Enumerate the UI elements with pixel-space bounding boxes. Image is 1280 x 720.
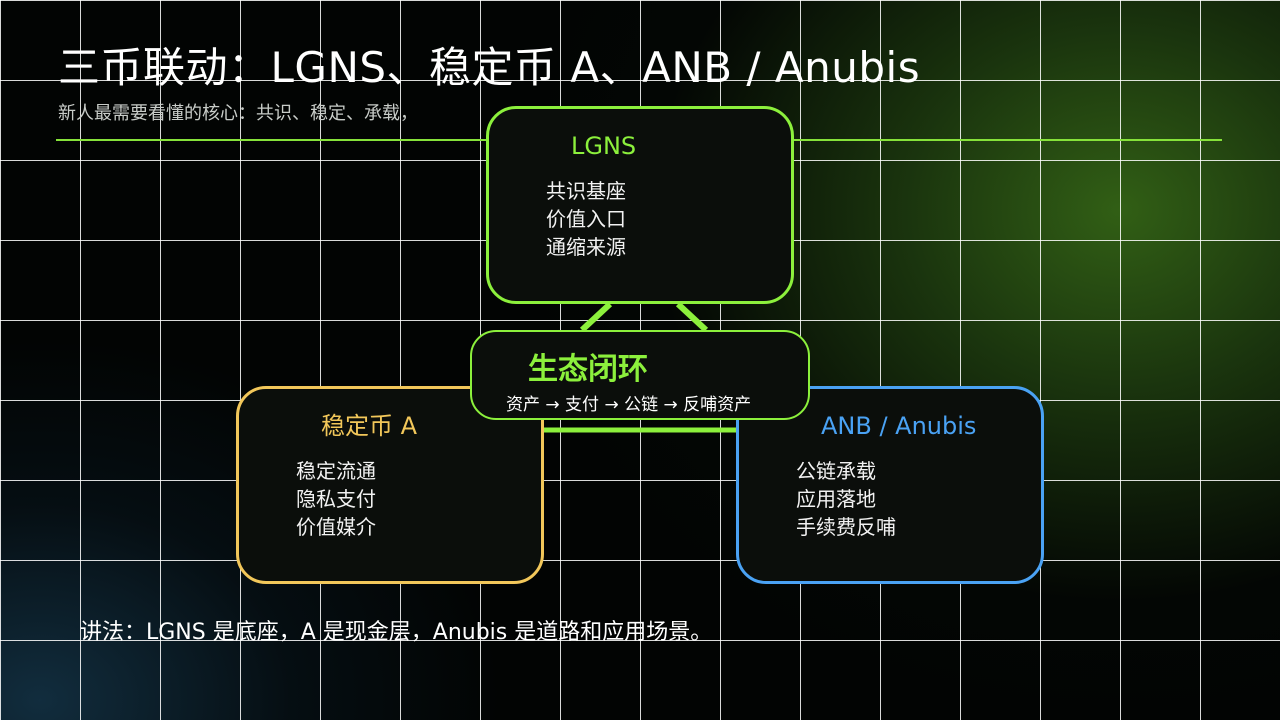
- slide-title: 三币联动：LGNS、稳定币 A、ANB / Anubis: [58, 43, 921, 92]
- node-stablecoin-a-title: 稳定币 A: [321, 412, 418, 440]
- node-stablecoin-a-items: 稳定流通 隐私支付 价值媒介: [296, 457, 376, 541]
- node-anb-item: 手续费反哺: [796, 515, 896, 539]
- node-lgns: LGNS 共识基座 价值入口 通缩来源: [486, 106, 794, 304]
- node-stablecoin-a-item: 隐私支付: [296, 487, 376, 511]
- node-anb-item: 公链承载: [796, 459, 876, 483]
- node-lgns-item: 共识基座: [546, 179, 626, 203]
- slide-subtitle: 新人最需要看懂的核心：共识、稳定、承载，: [58, 103, 418, 124]
- speaker-note: 讲法：LGNS 是底座，A 是现金层，Anubis 是道路和应用场景。: [80, 620, 713, 645]
- node-lgns-items: 共识基座 价值入口 通缩来源: [546, 177, 626, 261]
- node-lgns-item: 通缩来源: [546, 235, 626, 259]
- hub-ecosystem-loop: 生态闭环 资产 → 支付 → 公链 → 反哺资产: [470, 330, 810, 420]
- node-anb-items: 公链承载 应用落地 手续费反哺: [796, 457, 896, 541]
- node-anb-title: ANB / Anubis: [821, 412, 977, 440]
- connector-lgns-right: [675, 301, 709, 333]
- hub-title: 生态闭环: [528, 352, 648, 387]
- node-lgns-title: LGNS: [571, 132, 637, 160]
- node-anb-item: 应用落地: [796, 487, 876, 511]
- node-lgns-item: 价值入口: [546, 207, 626, 231]
- node-stablecoin-a-item: 稳定流通: [296, 459, 376, 483]
- node-stablecoin-a-item: 价值媒介: [296, 515, 376, 539]
- hub-flow: 资产 → 支付 → 公链 → 反哺资产: [506, 395, 752, 415]
- connector-lgns-left: [579, 301, 613, 333]
